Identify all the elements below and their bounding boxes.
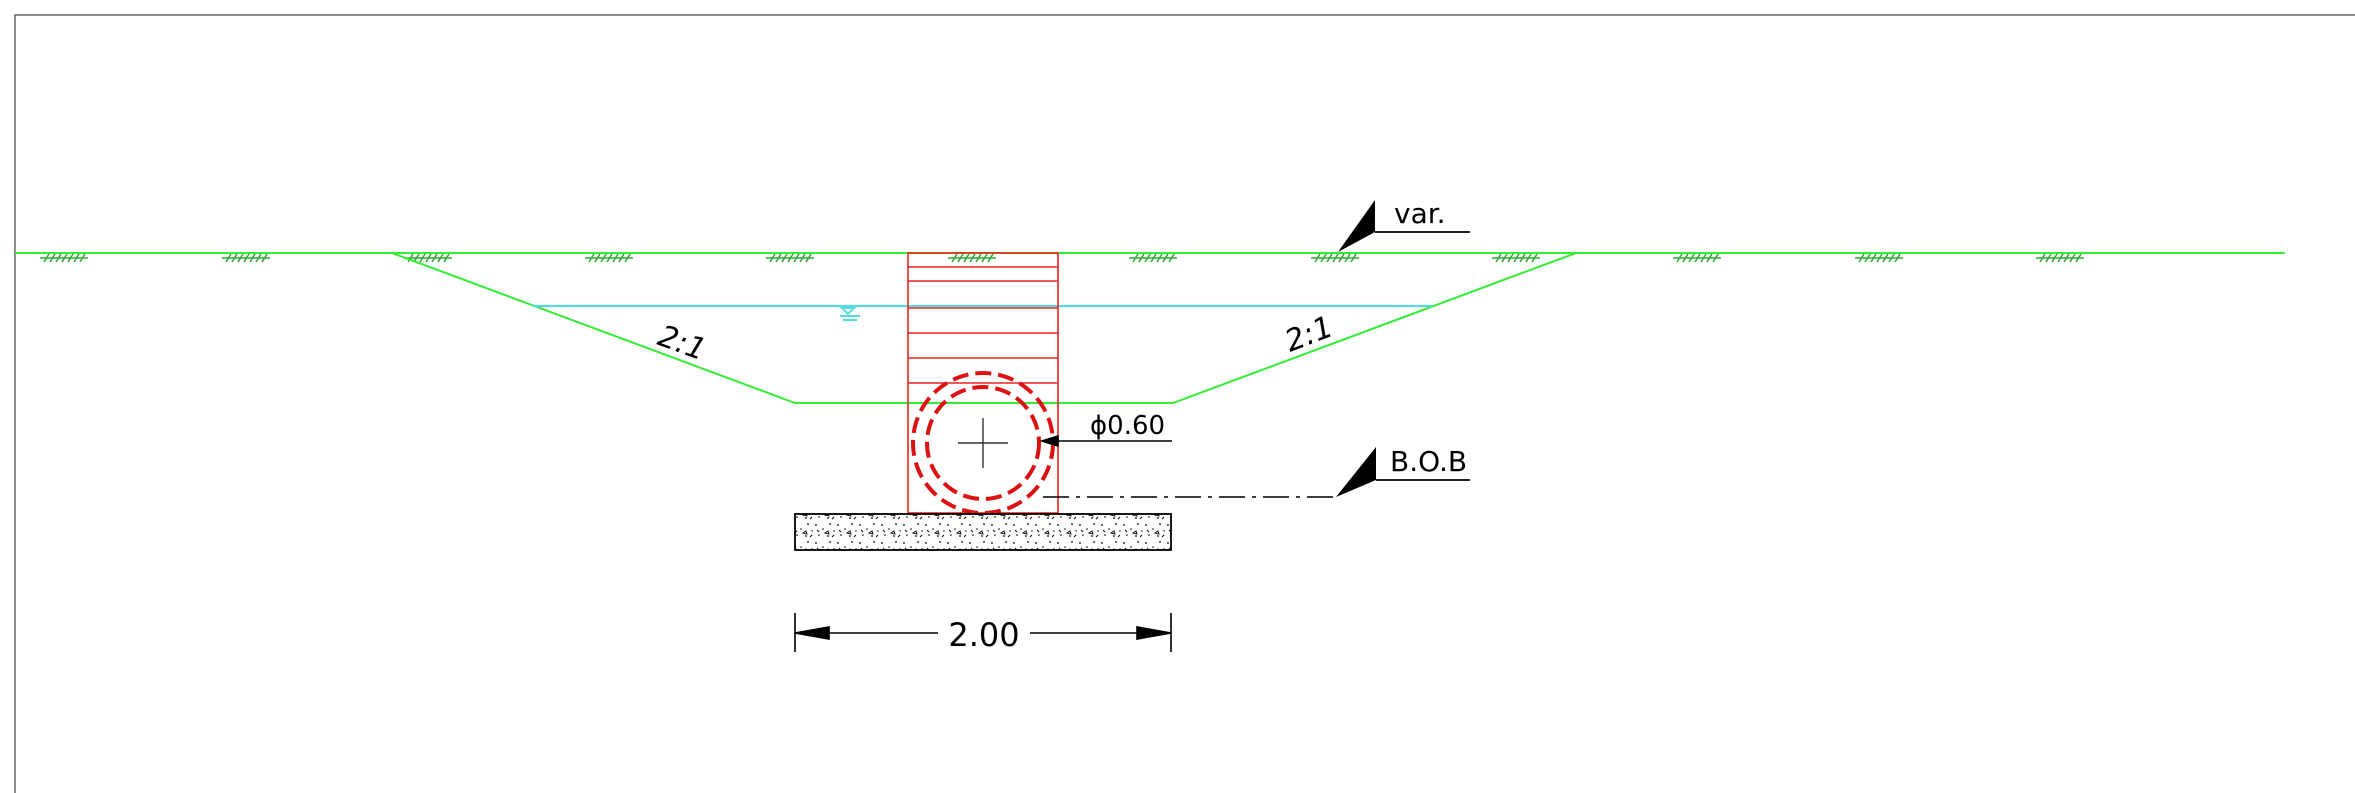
- ground-hatch-symbols: [40, 253, 2084, 263]
- bob-marker: [1043, 447, 1470, 498]
- ground-level-label: var.: [1394, 197, 1446, 230]
- right-slope-label: 2:1: [1280, 309, 1338, 359]
- channel-profile: [391, 252, 1577, 404]
- water-level-symbol: [839, 307, 860, 321]
- pipe-inner-wall: [925, 385, 1041, 501]
- base-width-dimension: [794, 613, 1172, 652]
- left-slope-label: 2:1: [653, 319, 710, 368]
- concrete-bedding: [794, 513, 1172, 551]
- culvert-headwall: [907, 252, 1059, 514]
- ground-level-marker: [1338, 200, 1470, 252]
- base-width-label: 2.00: [948, 616, 1019, 654]
- bob-label: B.O.B: [1390, 445, 1467, 478]
- pipe-diameter-leader: [1039, 434, 1172, 448]
- culvert-pipe: [911, 371, 1055, 515]
- pipe-diameter-label: ϕ0.60: [1090, 411, 1165, 441]
- drawing-frame: [14, 14, 2355, 793]
